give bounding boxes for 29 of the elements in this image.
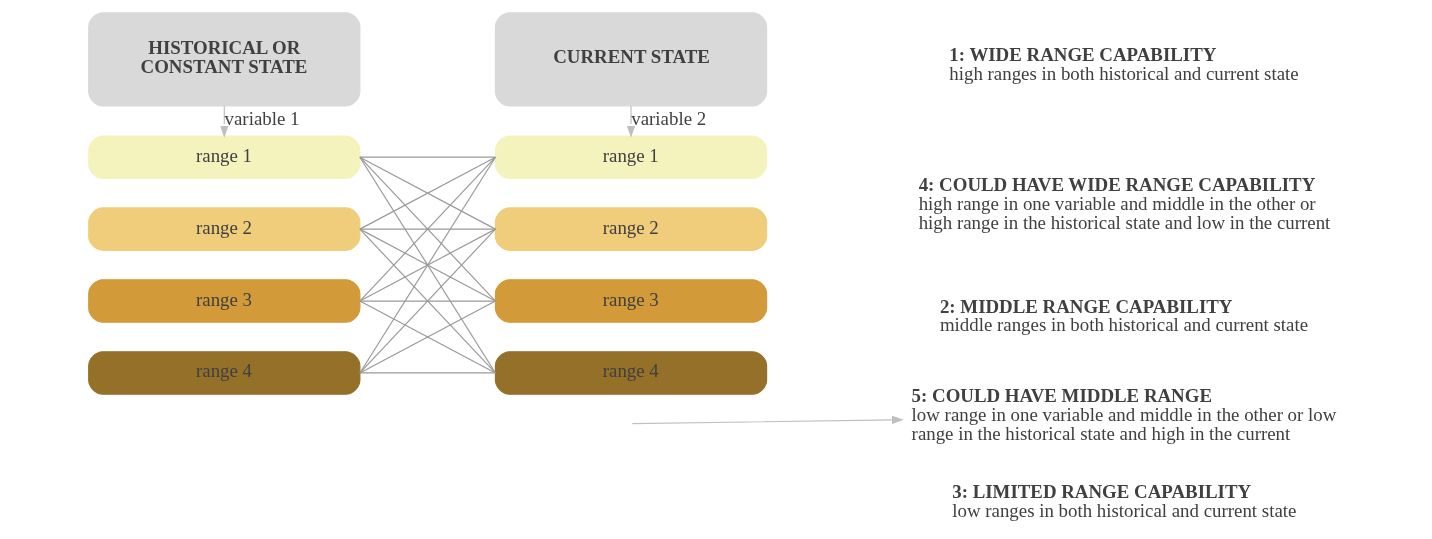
connector <box>358 300 496 302</box>
node-box: CURRENT STATE <box>494 12 767 107</box>
node-box: HISTORICAL OR CONSTANT STATE <box>87 12 360 107</box>
arrow <box>626 105 635 138</box>
node-box: range 2 <box>494 207 767 251</box>
node-text: 2: MIDDLE RANGE CAPABILITY middle ranges in both historical and current state <box>939 295 1308 336</box>
node-text: 5: COULD HAVE MIDDLE RANGE low range in one variable and middle in the other or low range in the historical state and high in the current <box>911 385 1336 444</box>
edge-label: variable 1 <box>224 107 299 129</box>
connector <box>358 300 496 374</box>
node-text: 3: LIMITED RANGE CAPABILITY low ranges in both historical and current state <box>951 480 1296 521</box>
node-text: 4: COULD HAVE WIDE RANGE CAPABILITY high range in one variable and middle in the other or high range in the historical state and low in the current <box>918 174 1330 233</box>
node-box: range 4 <box>87 351 360 395</box>
connector <box>358 228 496 374</box>
connector <box>358 228 496 230</box>
node-box: range 3 <box>87 279 360 323</box>
node-box: range 4 <box>494 351 767 395</box>
node-box: range 2 <box>87 207 360 251</box>
edge-label: variable 2 <box>630 107 706 129</box>
connector <box>358 372 496 374</box>
arrow <box>631 415 904 425</box>
arrow <box>219 105 228 138</box>
node-text: 1: WIDE RANGE CAPABILITY high ranges in both historical and current state <box>948 44 1299 85</box>
node-box: range 1 <box>87 135 360 179</box>
connector <box>358 156 496 374</box>
connector <box>358 156 496 230</box>
connector <box>358 228 496 302</box>
node-box: range 3 <box>494 279 767 323</box>
connector <box>358 156 496 302</box>
node-box: range 1 <box>494 135 767 179</box>
